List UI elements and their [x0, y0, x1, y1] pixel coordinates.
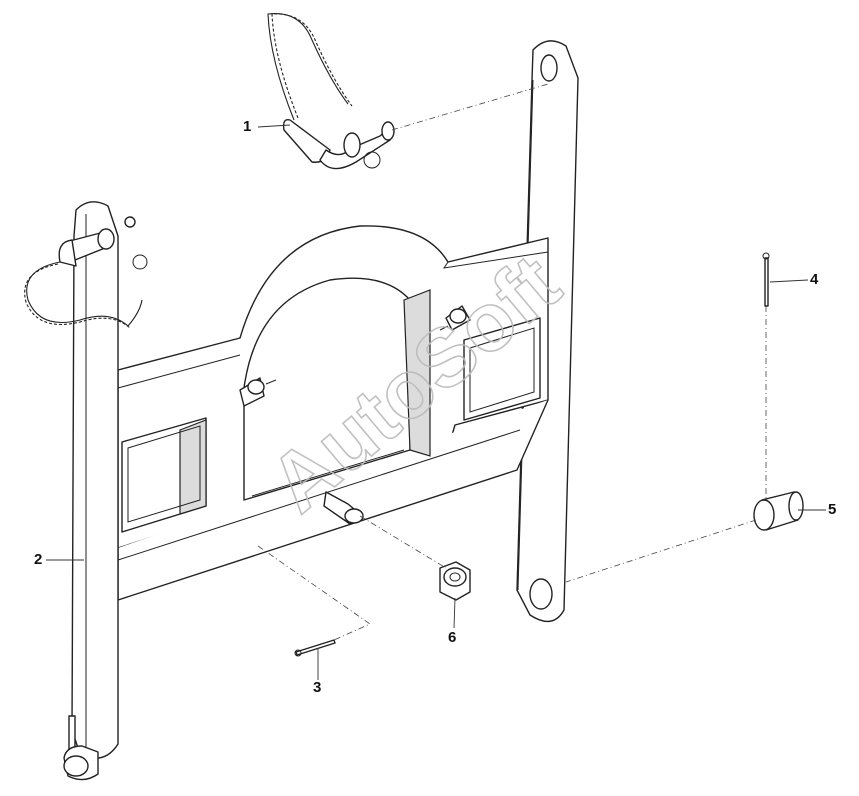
- callout-4: 4: [810, 271, 819, 288]
- clamp-right: [439, 305, 471, 331]
- cotter-pin-3: [294, 639, 336, 657]
- callout-5: 5: [828, 501, 837, 518]
- callout-2: 2: [34, 551, 43, 568]
- castle-nut: [439, 561, 471, 601]
- callout-6: 6: [448, 629, 457, 646]
- left-arm: [24, 201, 148, 781]
- callout-3: 3: [313, 679, 322, 696]
- pin-with-chain: [267, 12, 395, 170]
- callout-1: 1: [243, 118, 252, 135]
- clamp-left: [239, 377, 277, 407]
- leader-lines: [46, 124, 826, 680]
- frame-pin: [323, 491, 364, 525]
- bushing: [753, 491, 804, 531]
- cotter-pin-4: [762, 252, 770, 307]
- assembly-lines: [257, 83, 767, 641]
